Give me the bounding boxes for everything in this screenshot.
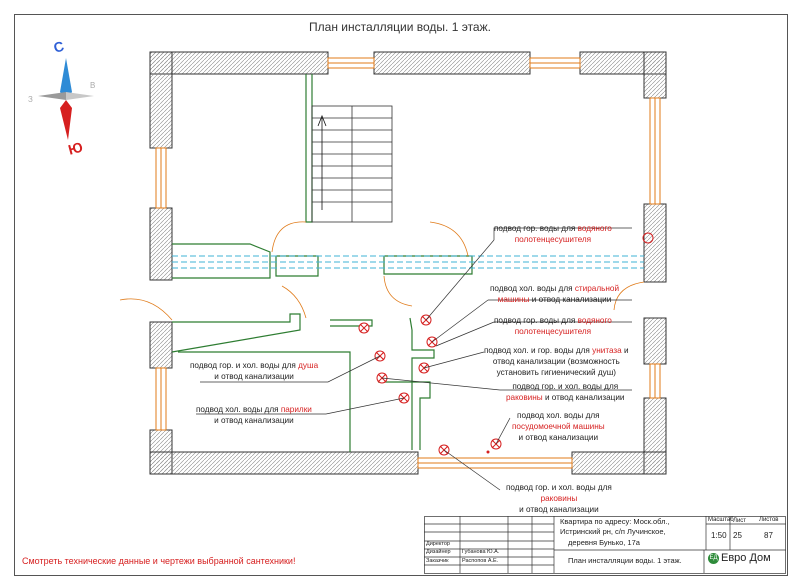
address-line-1: Квартира по адресу: Моск.обл.,	[560, 517, 670, 526]
exterior-walls	[149, 51, 667, 475]
director-label: Директор	[426, 541, 450, 547]
designer-name: Губанова Ю.А.	[462, 549, 500, 555]
connection-point-towel-1	[642, 232, 654, 244]
annotation-sink-1: подвод гор. и хол. воды для раковины и о…	[506, 382, 625, 402]
sheet-title: План инсталляции воды. 1 этаж.	[568, 556, 682, 565]
scale-value: 1:50	[711, 531, 727, 540]
scale-label: Масштаб	[708, 517, 734, 523]
annotation-dishwasher: подвод хол. воды для посудомоечной машин…	[512, 411, 605, 442]
staircase	[311, 105, 393, 223]
annotation-toilet: подвод хол. и гор. воды для унитаза и от…	[484, 346, 629, 377]
connection-point	[358, 322, 370, 334]
compass-north-arrow	[60, 58, 72, 100]
address-line-3: деревня Бунько, 17а	[568, 538, 640, 547]
interior-walls	[171, 74, 473, 452]
technical-note: Смотреть технические данные и чертежи вы…	[22, 556, 296, 566]
compass-west-label: З	[28, 95, 33, 104]
logo-text: Евро Дом	[721, 552, 771, 564]
compass-east-label: В	[90, 81, 95, 90]
annotation-shower: подвод гор. и хол. воды для душа и отвод…	[190, 361, 319, 381]
annotation-towel-warmer-2: подвод гор. воды для водяного полотенцес…	[494, 316, 612, 336]
annotation-sink-2: подвод гор. и хол. воды для раковины и о…	[506, 483, 612, 514]
customer-label: Заказчик	[426, 558, 449, 564]
logo-icon: ЕД	[708, 552, 719, 564]
doors	[119, 221, 645, 321]
drawing-frame	[14, 14, 788, 576]
sheet-label: Лист	[733, 518, 747, 524]
water-lines	[172, 255, 644, 269]
compass-north-label: С	[52, 38, 66, 56]
designer-label: Дизайнер	[426, 549, 451, 555]
compass-rose: С Ю З В	[28, 38, 95, 158]
annotation-washing-machine: подвод хол. воды для стиральной машины и…	[490, 284, 620, 304]
sheet-number: 25	[733, 531, 742, 540]
marker-dot	[486, 450, 490, 454]
address-line-2: Истринский рн, с/п Лучинское,	[560, 527, 666, 536]
annotation-sauna: подвод хол. воды для парилки и отвод кан…	[196, 405, 312, 425]
sheets-total: 87	[764, 531, 773, 540]
drawing-title: План инсталляции воды. 1 этаж.	[309, 20, 491, 34]
connection-point	[490, 438, 502, 450]
compass-south-label: Ю	[66, 139, 84, 158]
sheets-label: Листов	[759, 517, 779, 523]
leader-lines	[196, 227, 632, 491]
title-block	[424, 516, 786, 574]
customer-name: Распопов А.Е.	[462, 558, 499, 564]
annotation-towel-warmer-1: подвод гор. воды для водяного полотенцес…	[494, 224, 612, 244]
plumbing-points	[358, 232, 654, 456]
windows	[155, 57, 661, 469]
compass-south-arrow	[60, 100, 72, 140]
